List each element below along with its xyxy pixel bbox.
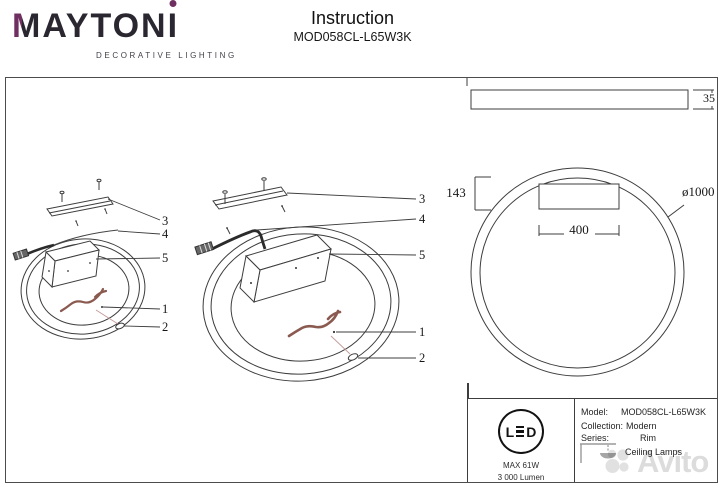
part-label-clip: 2: [419, 351, 426, 365]
logo-purple-dot-icon: [169, 0, 177, 7]
spec-value-series: Rim: [640, 433, 656, 443]
spec-value-category: Ceiling Lamps: [625, 447, 683, 457]
led-letter-l: L: [505, 423, 515, 440]
led-letter-d: D: [526, 423, 537, 440]
maytoni-logo: MAYTONI DECORATIVE LIGHTING: [12, 0, 242, 60]
lumen-output: 3 000 Lumen: [497, 473, 545, 482]
part-label-wire: 1: [162, 302, 169, 316]
spec-value-collection: Modern: [626, 421, 657, 431]
part-label-clip: 2: [162, 320, 169, 334]
spec-box: L D MAX 61W 3 000 Lumen Model: MOD058CL-…: [467, 398, 717, 482]
led-logo-icon: L D: [498, 409, 544, 454]
logo-letter-m: M: [12, 7, 43, 45]
info-cell: Model: MOD058CL-L65W3K Collection: Moder…: [575, 399, 717, 482]
spec-label-model: Model:: [581, 407, 609, 417]
led-cell: L D MAX 61W 3 000 Lumen: [468, 399, 575, 482]
spec-value-model: MOD058CL-L65W3K: [621, 407, 707, 417]
dim-thickness: 35: [703, 91, 715, 105]
drawing-frame: 35 143 400 ø1000 3 4 5 1 2 3 4 5 1 2 L D…: [5, 77, 718, 483]
dim-canopy-drop: 143: [446, 185, 466, 200]
logo-letter-i: I: [168, 0, 179, 46]
max-power: MAX 61W: [502, 461, 539, 470]
logo-letters: AYTON: [42, 7, 168, 45]
spec-label-collection: Collection:: [581, 421, 624, 431]
exploded-view-small: [12, 178, 161, 340]
dim-diameter: ø1000: [682, 184, 715, 199]
top-view: [470, 167, 685, 377]
model-number: MOD058CL-L65W3K: [293, 30, 412, 44]
part-label-wire: 1: [419, 325, 426, 339]
line-art: [12, 78, 714, 382]
logo-tagline: DECORATIVE LIGHTING: [96, 51, 237, 60]
part-label-bracket: 3: [419, 192, 426, 206]
logo-wordmark: MAYTONI: [12, 0, 242, 46]
part-label-cord: 4: [419, 212, 426, 226]
side-view: [470, 89, 714, 110]
part-label-cord: 4: [162, 227, 169, 241]
part-label-driver: 5: [419, 248, 426, 262]
part-label-driver: 5: [162, 251, 169, 265]
exploded-view-large: [194, 177, 417, 382]
ceiling-lamp-icon: [580, 443, 616, 463]
page-title: Instruction: [310, 8, 395, 28]
spec-box-stub: [467, 383, 469, 398]
spec-label-series: Series:: [581, 433, 610, 443]
dim-canopy-width: 400: [569, 222, 589, 237]
led-letter-e-bars: [516, 425, 525, 438]
title-block: Instruction MOD058CL-L65W3K: [245, 7, 460, 45]
part-label-bracket: 3: [162, 214, 169, 228]
